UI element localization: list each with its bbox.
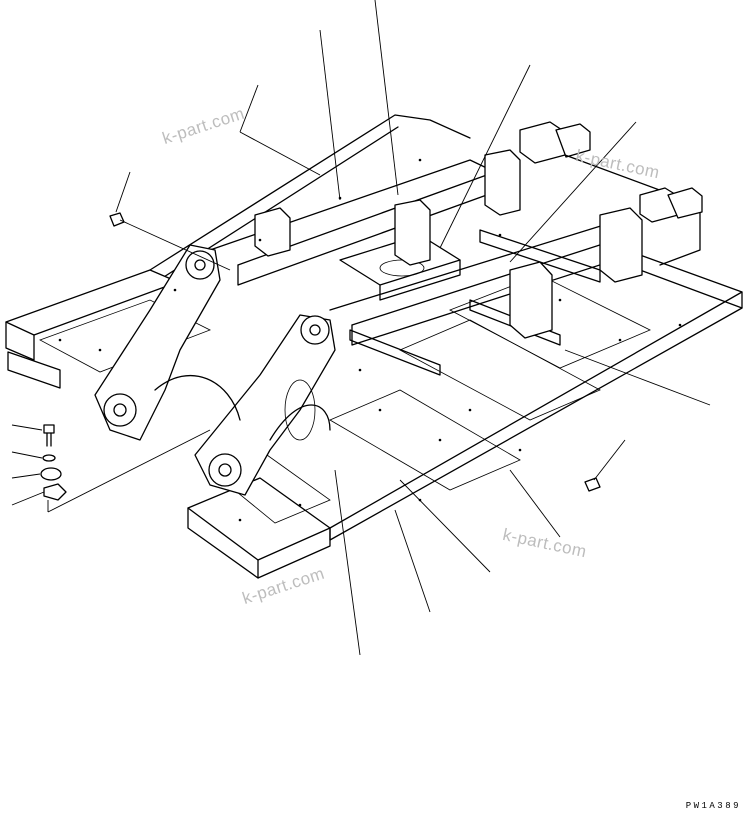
boom-mount-plates (94, 244, 336, 496)
upright-brackets (254, 149, 643, 339)
leader-lines (11, 0, 711, 656)
rivet-dots (58, 158, 682, 522)
main-frame-outline (5, 114, 743, 579)
center-beams (209, 159, 641, 376)
rear-blocks (519, 121, 703, 266)
cap-plugs (109, 212, 601, 492)
bolt-washer-group (40, 424, 67, 501)
drawing-code: PW1A389 (685, 801, 741, 811)
